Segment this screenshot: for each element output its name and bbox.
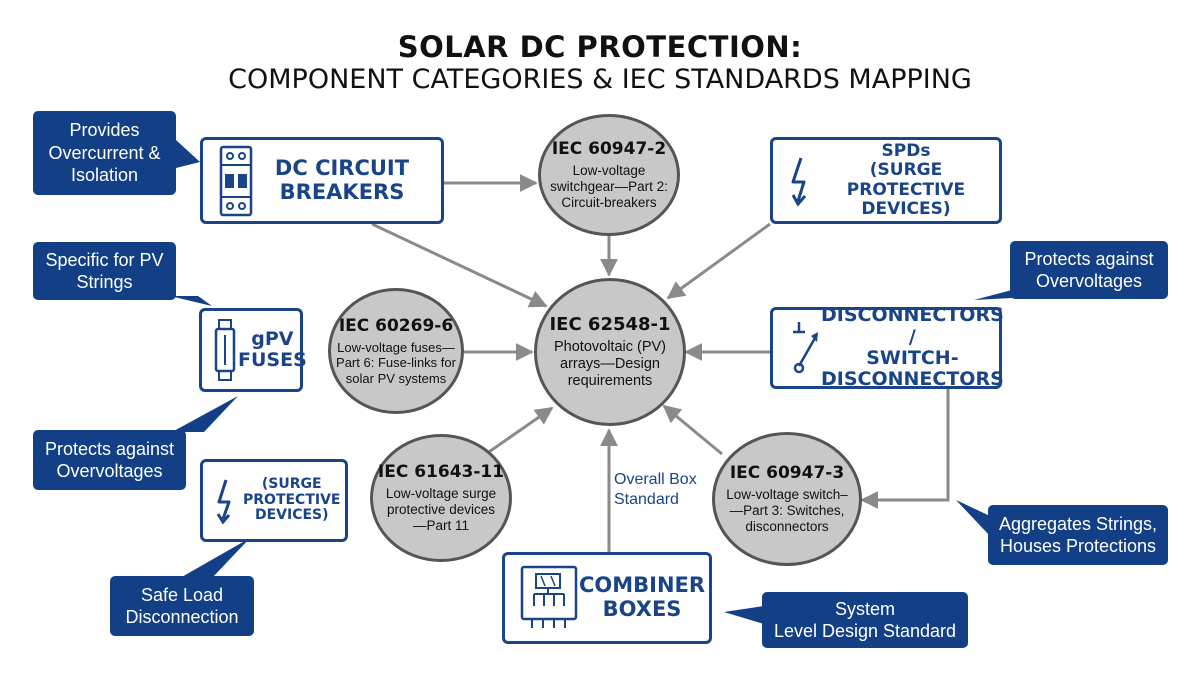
- standard-code: IEC 60947-2: [551, 139, 667, 160]
- pointer-pv-strings: [170, 296, 212, 306]
- dc-circuit-breakers-label: DC CIRCUIT BREAKERS: [274, 155, 410, 204]
- annotation-overall-box: Overall Box Standard: [614, 471, 697, 508]
- surge-devices-label: (SURGE PROTECTIVE DEVICES): [243, 475, 341, 524]
- arrow-breakers-to-62548: [371, 222, 548, 308]
- combiner-boxes-label: COMBINER BOXES: [579, 573, 706, 621]
- pointer-overcurrent: [176, 140, 200, 168]
- callout-system-level: System Level Design Standard: [762, 592, 968, 648]
- callout-aggregates: Aggregates Strings, Houses Protections: [988, 505, 1168, 565]
- standard-description: Low-voltage switchgear—Part 2: Circuit-b…: [550, 163, 668, 210]
- pointer-overvoltages-left: [172, 396, 238, 432]
- standard-iec-60947-2: IEC 60947-2 Low-voltage switchgear—Part …: [538, 114, 680, 236]
- combiner-box-icon: [519, 564, 579, 632]
- combiner-boxes-box: COMBINER BOXES: [502, 552, 712, 644]
- standard-description: Low-voltage fuses— Part 6: Fuse-links fo…: [336, 340, 456, 386]
- pointer-safe-load: [180, 538, 250, 578]
- surge-devices-box: (SURGE PROTECTIVE DEVICES): [200, 459, 348, 542]
- arrow-spds-to-62548: [666, 222, 771, 300]
- pointer-overvoltages-right: [974, 290, 1012, 300]
- standard-iec-61643-11: IEC 61643-11 Low-voltage surge protectiv…: [370, 434, 512, 562]
- standard-description: Low-voltage switch– —Part 3: Switches, d…: [726, 487, 848, 534]
- connector-arrows: [371, 174, 950, 552]
- diagram-subtitle: COMPONENT CATEGORIES & IEC STANDARDS MAP…: [228, 64, 972, 95]
- arrow-61643-to-62548: [485, 406, 554, 456]
- callout-overcurrent: Provides Overcurrent & Isolation: [33, 111, 176, 195]
- callout-safe-load: Safe Load Disconnection: [110, 576, 254, 636]
- diagram-title: SOLAR DC PROTECTION:: [397, 30, 803, 64]
- disconnectors-box: DISCONNECTORS / SWITCH- DISCONNECTORS: [770, 304, 1004, 391]
- arrow-disconnectors-to-60947-3: [860, 389, 950, 509]
- gpv-fuses-box: gPV FUSES: [199, 308, 307, 392]
- fuse-icon: [212, 318, 238, 382]
- callout-overvoltages-left: Protects against Overvoltages: [33, 430, 186, 490]
- spds-label: SPDs (SURGE PROTECTIVE DEVICES): [846, 141, 966, 219]
- pointer-system-level: [724, 606, 764, 624]
- dc-circuit-breakers-box: DC CIRCUIT BREAKERS: [200, 137, 444, 224]
- spds-box: SPDs (SURGE PROTECTIVE DEVICES): [770, 137, 1002, 224]
- lightning-icon: [215, 477, 243, 525]
- callout-pointers: [170, 140, 1012, 624]
- standard-code: IEC 60269-6: [338, 316, 454, 337]
- standard-iec-60269-6: IEC 60269-6 Low-voltage fuses— Part 6: F…: [328, 288, 464, 414]
- switch-icon: [787, 318, 821, 378]
- standard-code: IEC 61643-11: [377, 462, 505, 483]
- arrow-60947-3-to-62548: [662, 404, 723, 456]
- standard-description: Low-voltage surge protective devices —Pa…: [385, 486, 497, 533]
- pointer-aggregates: [956, 500, 990, 536]
- callout-pv-strings: Specific for PV Strings: [33, 242, 176, 300]
- gpv-fuses-label: gPV FUSES: [238, 327, 307, 371]
- lightning-icon: [789, 155, 821, 207]
- standard-iec-62548-1: IEC 62548-1 Photovoltaic (PV) arrays—Des…: [534, 278, 686, 426]
- standard-code: IEC 62548-1: [549, 314, 671, 336]
- standard-code: IEC 60947-3: [729, 463, 845, 484]
- callout-overvoltages-right: Protects against Overvoltages: [1010, 241, 1168, 299]
- standard-iec-60947-3: IEC 60947-3 Low-voltage switch– —Part 3:…: [712, 432, 862, 566]
- standard-description: Photovoltaic (PV) arrays—Design requirem…: [553, 339, 667, 389]
- circuit-breaker-icon: [219, 145, 253, 217]
- disconnectors-label: DISCONNECTORS / SWITCH- DISCONNECTORS: [821, 304, 1004, 391]
